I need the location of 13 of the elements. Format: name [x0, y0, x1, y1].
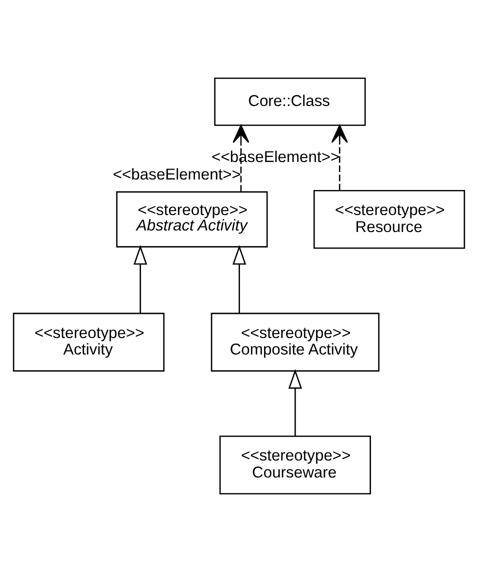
arrow [288, 368, 302, 436]
node-box: <<stereotype>> Composite Activity [210, 312, 380, 372]
node-box: <<stereotype>> Abstract Activity [116, 190, 268, 247]
arrow [232, 124, 250, 191]
arrow [133, 244, 148, 313]
node-box: <<stereotype>> Activity [12, 312, 165, 372]
edge-label: <<baseElement>> [212, 148, 340, 166]
node-box: Core::Class [214, 77, 366, 126]
node-box: <<stereotype>> Resource [313, 189, 466, 248]
edge-label: <<baseElement>> [112, 166, 241, 183]
arrow [331, 124, 348, 190]
arrow [232, 244, 246, 313]
node-box: <<stereotype>> Courseware [219, 435, 371, 494]
